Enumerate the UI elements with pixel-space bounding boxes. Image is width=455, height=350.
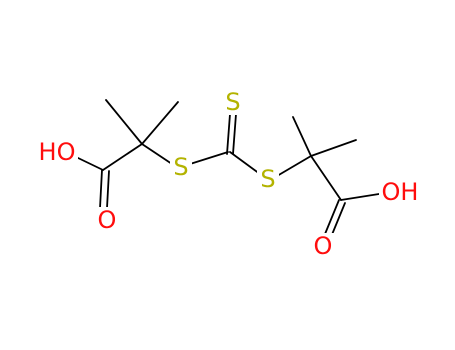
bond-carbonyl-left-b — [106, 170, 110, 209]
bonds — [75, 99, 380, 238]
bond-carbonyl-right-a — [324, 199, 340, 235]
sulfur-left: S — [173, 153, 188, 181]
carbonyl-oxygen-left: O — [98, 206, 117, 234]
bond-c-s-center-right — [229, 151, 261, 175]
bond-carbonyl-left-a — [99, 169, 103, 209]
sulfur-thione: S — [225, 88, 240, 116]
hydroxyl-label-left: HO — [39, 138, 76, 166]
bond-methyl-right-1 — [292, 116, 312, 157]
hydroxyl-label-right: OH — [382, 178, 419, 206]
bond-cq-s-left — [141, 143, 173, 165]
atom-labels: HO O S S S O OH — [36, 88, 421, 260]
carbonyl-oxygen-right: O — [314, 232, 333, 260]
bond-c-cq-left — [102, 143, 143, 171]
bond-ho-c — [75, 156, 104, 171]
bond-cs-double-b — [232, 113, 237, 155]
bond-methyl-left-1 — [105, 99, 143, 145]
sulfur-right: S — [260, 165, 275, 193]
bond-carbonyl-right-b — [330, 202, 346, 238]
bond-cq-c-right — [310, 155, 342, 201]
bond-s-cq-right — [276, 155, 312, 177]
bond-methyl-left-2 — [141, 101, 179, 145]
bond-cs-double-a — [226, 113, 231, 155]
bond-c-oh-right — [340, 193, 380, 201]
bond-s-c-center-left — [189, 151, 229, 165]
bond-methyl-right-2 — [310, 139, 357, 157]
